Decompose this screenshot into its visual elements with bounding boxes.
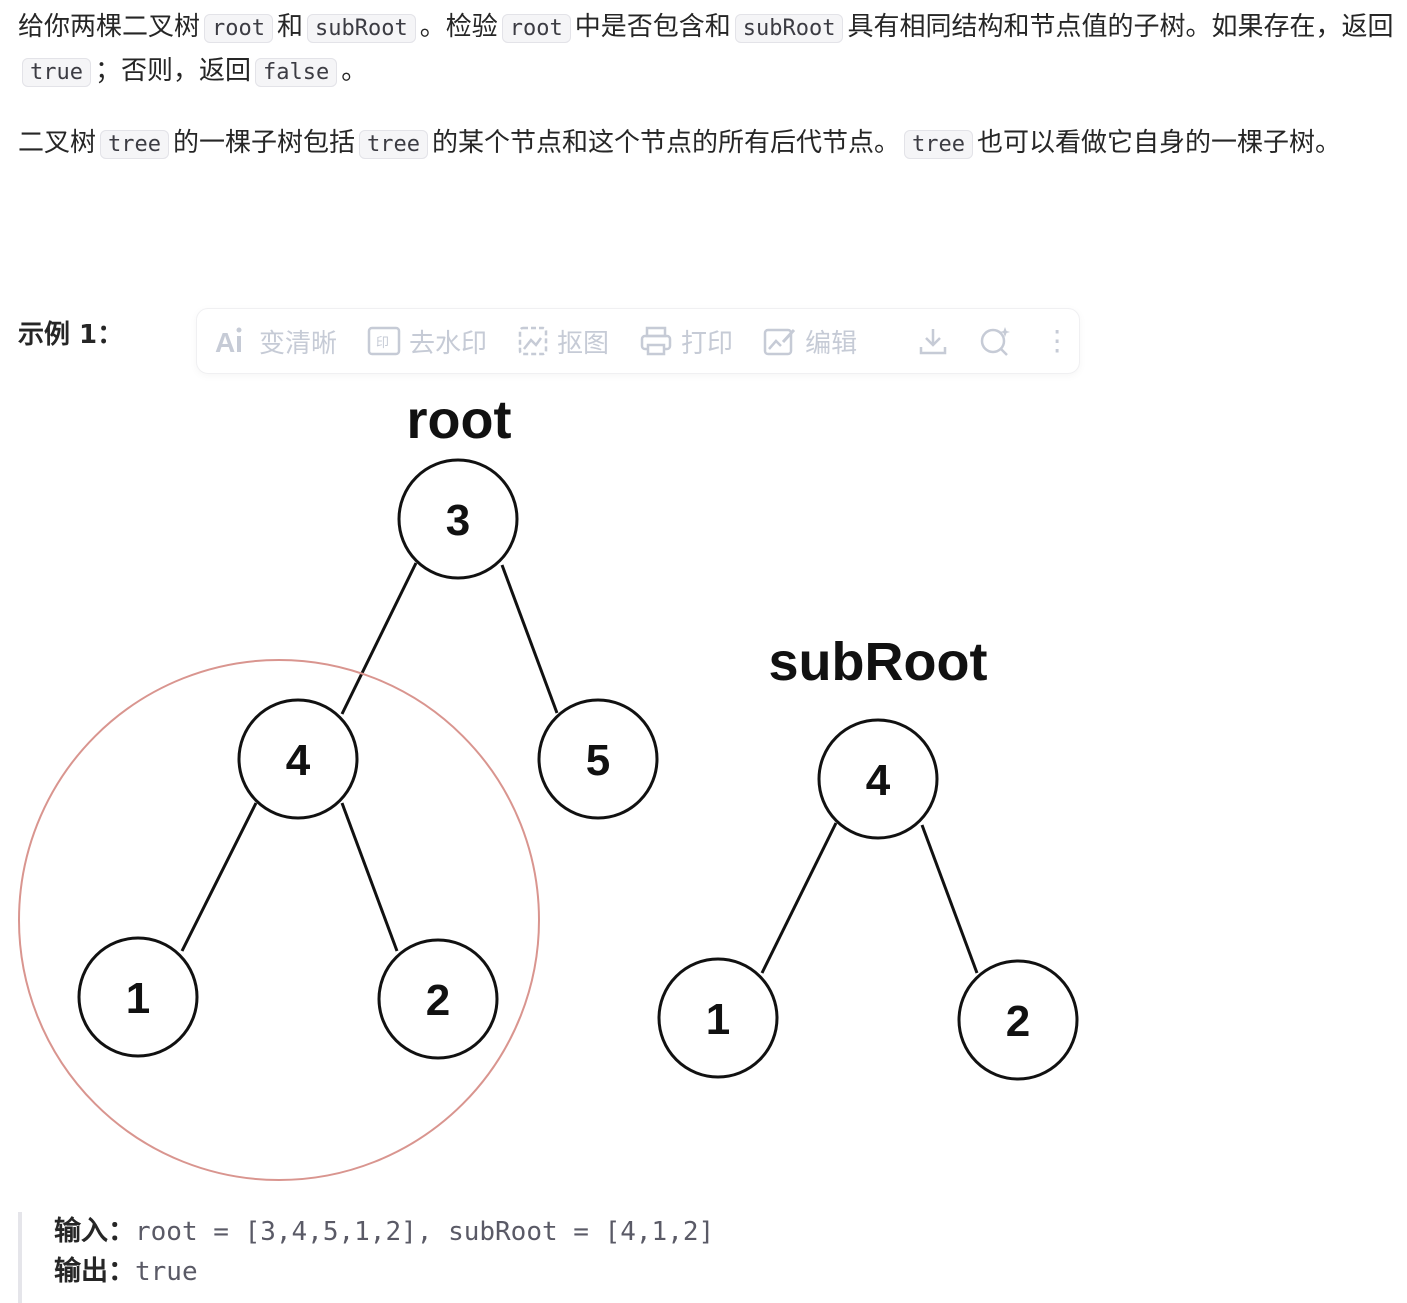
subroot-label: subRoot — [769, 632, 988, 692]
remove-watermark-label: 去水印 — [409, 328, 488, 359]
node-value: 4 — [286, 736, 311, 785]
edge-4-2 — [340, 802, 399, 952]
highlight-circle — [18, 659, 540, 1181]
edge-sub-4-2 — [920, 824, 979, 974]
edge-4-1 — [180, 802, 258, 952]
node-value: 2 — [1006, 997, 1030, 1046]
edit-button[interactable]: 编辑 — [763, 323, 857, 360]
description-text: ；否则，返回 — [94, 56, 251, 86]
description-text: 二叉树 — [18, 128, 97, 158]
inline-code: subRoot — [734, 14, 844, 43]
edge-sub-4-1 — [760, 822, 838, 974]
inline-code: root — [501, 14, 571, 43]
inline-code: subRoot — [307, 14, 416, 43]
inline-code: false — [255, 58, 338, 87]
tree-node: 2 — [377, 938, 499, 1060]
inline-code: true — [22, 58, 91, 87]
description-text: 。 — [341, 56, 368, 86]
description-text: 也可以看做它自身的一棵子树。 — [977, 128, 1342, 158]
edit-image-icon — [763, 328, 796, 356]
watermark-icon: 印 — [367, 326, 401, 356]
input-line: 输入：root = [3,4,5,1,2], subRoot = [4,1,2] — [54, 1212, 918, 1252]
printer-icon — [640, 326, 672, 356]
node-value: 5 — [586, 736, 610, 785]
example-io-block: 输入：root = [3,4,5,1,2], subRoot = [4,1,2]… — [18, 1212, 918, 1303]
node-value: 1 — [126, 974, 150, 1023]
tree-node: 3 — [397, 458, 519, 580]
edit-label: 编辑 — [805, 328, 858, 359]
description-text: 给你两棵二叉树 — [18, 12, 201, 42]
enhance-button[interactable]: A 变清晰 — [215, 323, 337, 360]
tree-node: 1 — [77, 936, 199, 1058]
ai-icon: A — [215, 327, 242, 356]
enhance-label: 变清晰 — [259, 328, 338, 359]
svg-text:A: A — [215, 327, 235, 356]
inline-code: tree — [100, 130, 169, 159]
output-line: 输出：true — [54, 1252, 918, 1292]
print-button[interactable]: 打印 — [639, 323, 733, 360]
more-options-icon[interactable]: ⋮ — [1043, 324, 1072, 357]
node-value: 3 — [446, 496, 470, 545]
description-text: 和 — [277, 12, 304, 42]
search-icon — [980, 327, 1011, 356]
subroot-node: 2 — [957, 959, 1079, 1081]
description-text: 的一棵子树包括 — [173, 128, 356, 158]
example-title: 示例 1： — [18, 320, 124, 350]
input-value: root = [3,4,5,1,2], subRoot = [4,1,2] — [135, 1217, 715, 1247]
inline-code: root — [204, 14, 273, 43]
cutout-label: 抠图 — [557, 328, 610, 359]
output-label: 输出： — [54, 1256, 135, 1287]
description-text: 的某个节点和这个节点的所有后代节点。 — [432, 128, 901, 158]
edge-3-4 — [340, 562, 418, 715]
node-value: 2 — [426, 976, 450, 1025]
description-text: 。检验 — [419, 12, 498, 42]
example-figure: root subRoot 3 4 5 1 2 4 1 2 — [18, 390, 1079, 1181]
print-label: 打印 — [681, 328, 734, 359]
edge-3-5 — [500, 564, 559, 714]
inline-code: tree — [359, 130, 428, 159]
tree-node: 5 — [537, 698, 659, 820]
subroot-node: 1 — [657, 957, 779, 1079]
download-button[interactable] — [917, 325, 949, 357]
cutout-icon — [518, 326, 548, 356]
inline-code: tree — [904, 130, 973, 159]
image-search-button[interactable] — [979, 325, 1013, 357]
node-value: 1 — [706, 995, 730, 1044]
cutout-button[interactable]: 抠图 — [517, 323, 609, 360]
description-text: 具有相同结构和节点值的子树。如果存在，返回 — [847, 12, 1394, 42]
output-value: true — [135, 1257, 198, 1287]
tree-node: 4 — [237, 698, 359, 820]
root-label: root — [407, 390, 512, 450]
subroot-node: 4 — [817, 718, 939, 840]
input-label: 输入： — [54, 1216, 135, 1247]
description-text: 中是否包含和 — [574, 12, 731, 42]
remove-watermark-button[interactable]: 印 去水印 — [367, 323, 487, 360]
image-toolbar: A 变清晰 印 去水印 抠图 打印 编辑 — [196, 308, 1080, 374]
download-icon — [919, 329, 947, 355]
figure-edges — [180, 562, 979, 974]
svg-text:印: 印 — [376, 336, 389, 351]
node-value: 4 — [866, 756, 891, 805]
